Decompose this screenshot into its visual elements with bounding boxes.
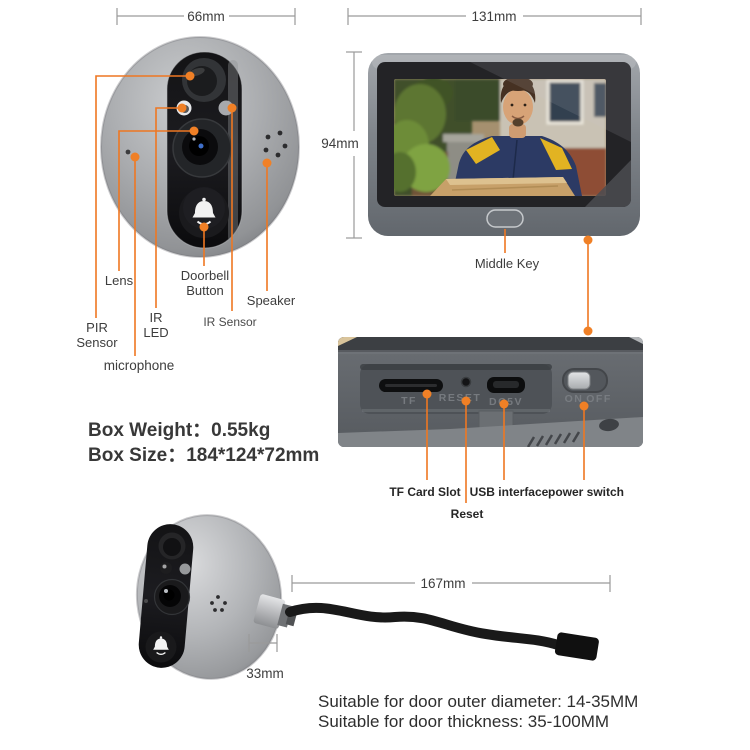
side-microphone-hole: [144, 599, 148, 603]
engraved-off: OFF: [586, 393, 612, 405]
cable: [285, 602, 563, 650]
pir-sensor-dome: [182, 58, 226, 102]
dim-167mm: 167mm: [420, 576, 465, 591]
engraved-tf: TF: [401, 395, 417, 407]
monitor-front-view: [368, 53, 640, 236]
label-usb-interface: USB interface: [470, 485, 549, 499]
box-size: Box Size：184*124*72mm: [88, 445, 319, 466]
dim-33mm-lines: [248, 634, 278, 652]
dim-66mm: 66mm: [187, 9, 225, 24]
dim-167mm-lines: [291, 575, 611, 592]
compatibility-line2: Suitable for door thickness: 35-100MM: [318, 712, 609, 731]
side-ir-led: [160, 562, 172, 574]
doorbell-button: [179, 187, 229, 238]
connector-dot-top: [583, 235, 593, 245]
hatch-marks: [526, 431, 581, 447]
dim-94mm: 94mm: [321, 136, 359, 151]
glass-reflections: [470, 62, 631, 207]
engraved-reset: RESET: [439, 392, 482, 404]
dim-131mm: 131mm: [471, 9, 516, 24]
screen-photo: [394, 79, 606, 196]
camera-lens: [172, 118, 232, 178]
label-tf-card-slot: TF Card Slot: [389, 485, 460, 499]
side-camera-lens: [153, 578, 191, 616]
microphone-hole: [125, 149, 131, 155]
label-ir-sensor: IR Sensor: [203, 315, 256, 329]
doorbell-front-view: [100, 36, 300, 258]
label-irled-1: IR: [150, 310, 163, 325]
port-callout-dots: [422, 389, 589, 411]
port-callout-lines: [426, 394, 585, 503]
label-irled-2: LED: [143, 325, 168, 340]
side-ir-sensor: [179, 563, 191, 575]
screw-hole: [599, 418, 619, 432]
dim-33mm: 33mm: [246, 666, 284, 681]
label-reset: Reset: [451, 507, 484, 521]
engraved-on: ON: [565, 393, 584, 405]
side-speaker-holes: [210, 595, 227, 612]
dim-66mm-lines: [116, 8, 296, 25]
label-lens: Lens: [105, 273, 134, 288]
dim-131mm-lines: [347, 8, 642, 25]
label-pir-1: PIR: [86, 320, 108, 335]
label-middle-key: Middle Key: [475, 256, 540, 271]
delivery-man: [430, 79, 582, 196]
cable-connector: [554, 632, 599, 661]
front-callout-lines: [95, 75, 268, 356]
monitor-bottom-view: TF RESET DC5V ON OFF: [338, 337, 643, 447]
reset-pinhole: [460, 376, 472, 388]
connector-dot-bottom: [583, 326, 593, 336]
power-switch-knob: [567, 371, 591, 390]
speaker-holes: [263, 130, 288, 158]
label-doorbell-2: Button: [186, 283, 224, 298]
box-weight: Box Weight：0.55kg: [88, 420, 270, 441]
middle-key-button: [486, 209, 524, 228]
label-microphone: microphone: [104, 358, 175, 373]
label-speaker: Speaker: [247, 293, 296, 308]
doorbell-side-view: [135, 514, 599, 680]
side-doorbell-button: [145, 631, 177, 663]
compatibility-line1: Suitable for door outer diameter: 14-35M…: [318, 692, 638, 711]
side-bell-icon: [153, 636, 169, 656]
front-callout-dots: [130, 71, 272, 232]
label-power-switch: power switch: [548, 485, 624, 499]
label-pir-2: Sensor: [76, 335, 118, 350]
label-doorbell-1: Doorbell: [181, 268, 230, 283]
dim-94mm-lines: [346, 51, 362, 239]
